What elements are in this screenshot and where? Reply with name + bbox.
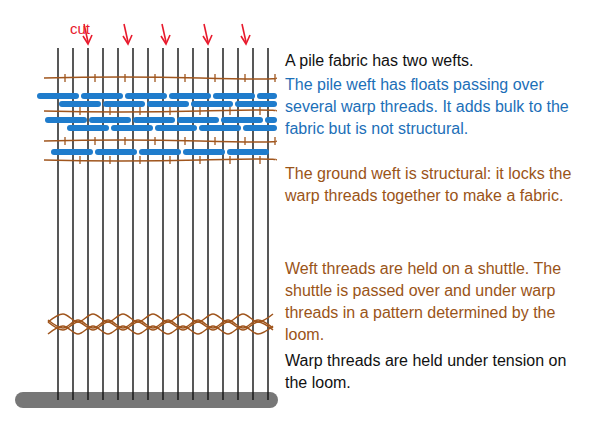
cut-arrow-head (203, 35, 212, 44)
ground-weft-tick (124, 74, 125, 82)
pile-float (48, 117, 84, 123)
warp-thread (162, 48, 163, 400)
ground-weft-tick (139, 156, 140, 164)
warp-thread (72, 48, 73, 400)
ground-weft-tick (124, 137, 125, 145)
pile-float (172, 93, 208, 99)
ground-weft-tick (274, 74, 275, 82)
warp-thread (147, 48, 148, 400)
pile-float (142, 149, 178, 155)
warp-threads (58, 48, 268, 400)
warp-thread (252, 48, 253, 400)
shuttle-weft (48, 314, 273, 334)
pile-float (246, 125, 274, 131)
warp-thread (117, 48, 118, 400)
pile-float (40, 93, 76, 99)
pile-float (158, 125, 194, 131)
pile-float (268, 117, 274, 123)
ground-weft-tick (154, 137, 155, 145)
pile-float (106, 101, 142, 107)
ground-weft-tick (199, 156, 200, 164)
warp-thread (87, 48, 88, 400)
cut-arrow-head (241, 35, 250, 44)
warp-thread (267, 48, 268, 400)
ground-weft-tick (214, 74, 215, 82)
shuttle-text: Weft threads are held on a shuttle. The … (285, 258, 585, 346)
pile-float (54, 149, 90, 155)
pile-float (238, 101, 274, 107)
ground-weft-tick (199, 107, 200, 115)
ground-weft-text: The ground weft is structural: it locks … (285, 163, 585, 207)
warp-thread (177, 48, 178, 400)
pile-float (92, 117, 128, 123)
pile-float (230, 149, 266, 155)
cut-arrows (83, 24, 250, 44)
ground-weft-thread (44, 159, 276, 161)
ground-weft-tick (184, 137, 185, 145)
pile-weft (40, 96, 274, 152)
ground-weft-tick (169, 156, 170, 164)
pile-float (202, 125, 238, 131)
ground-weft-tick (214, 137, 215, 145)
ground-weft-tick (154, 74, 155, 82)
ground-weft-tick (79, 156, 80, 164)
ground-weft-thread (44, 140, 276, 142)
warp-thread (102, 48, 103, 400)
shuttle-weft-thread (48, 322, 273, 330)
ground-weft-tick (94, 137, 95, 145)
pile-float (114, 125, 150, 131)
ground-weft-tick (139, 107, 140, 115)
ground-weft-tick (229, 156, 230, 164)
ground-weft-tick (259, 156, 260, 164)
ground-weft-tick (184, 74, 185, 82)
pile-float (216, 93, 252, 99)
pile-float (136, 117, 172, 123)
warp-thread (57, 48, 58, 400)
warp-thread (192, 48, 193, 400)
cut-arrow-head (161, 35, 170, 44)
ground-weft-tick (109, 107, 110, 115)
warp-text: Warp threads are held under tension on t… (285, 350, 585, 394)
warp-thread (237, 48, 238, 400)
ground-weft-tick (64, 137, 65, 145)
ground-weft-tick (64, 74, 65, 82)
pile-float (62, 101, 98, 107)
intro-text: A pile fabric has two wefts. (285, 50, 585, 72)
ground-weft-tick (229, 107, 230, 115)
pile-weft-text: The pile weft has floats passing over se… (285, 74, 575, 140)
pile-float (260, 93, 274, 99)
cut-arrow-head (123, 35, 132, 44)
pile-float (224, 117, 260, 123)
ground-weft-tick (169, 107, 170, 115)
warp-thread (222, 48, 223, 400)
ground-weft-tick (109, 156, 110, 164)
pile-float (98, 149, 134, 155)
pile-float (180, 117, 216, 123)
ground-weft-tick (94, 74, 95, 82)
pile-float (194, 101, 230, 107)
pile-float (128, 93, 164, 99)
pile-float (70, 125, 106, 131)
ground-weft-tick (259, 107, 260, 115)
ground-weft-tick (244, 137, 245, 145)
pile-float (186, 149, 222, 155)
ground-weft-thread (44, 110, 276, 112)
ground-weft-thread (44, 77, 276, 79)
ground-weft (44, 74, 276, 164)
pile-float (150, 101, 186, 107)
shuttle-weft-thread (48, 326, 273, 334)
ground-weft-tick (79, 107, 80, 115)
pile-float (84, 93, 120, 99)
warp-thread (207, 48, 208, 400)
ground-weft-tick (274, 137, 275, 145)
warp-thread (132, 48, 133, 400)
cut-label: cut (70, 18, 110, 40)
ground-weft-tick (244, 74, 245, 82)
